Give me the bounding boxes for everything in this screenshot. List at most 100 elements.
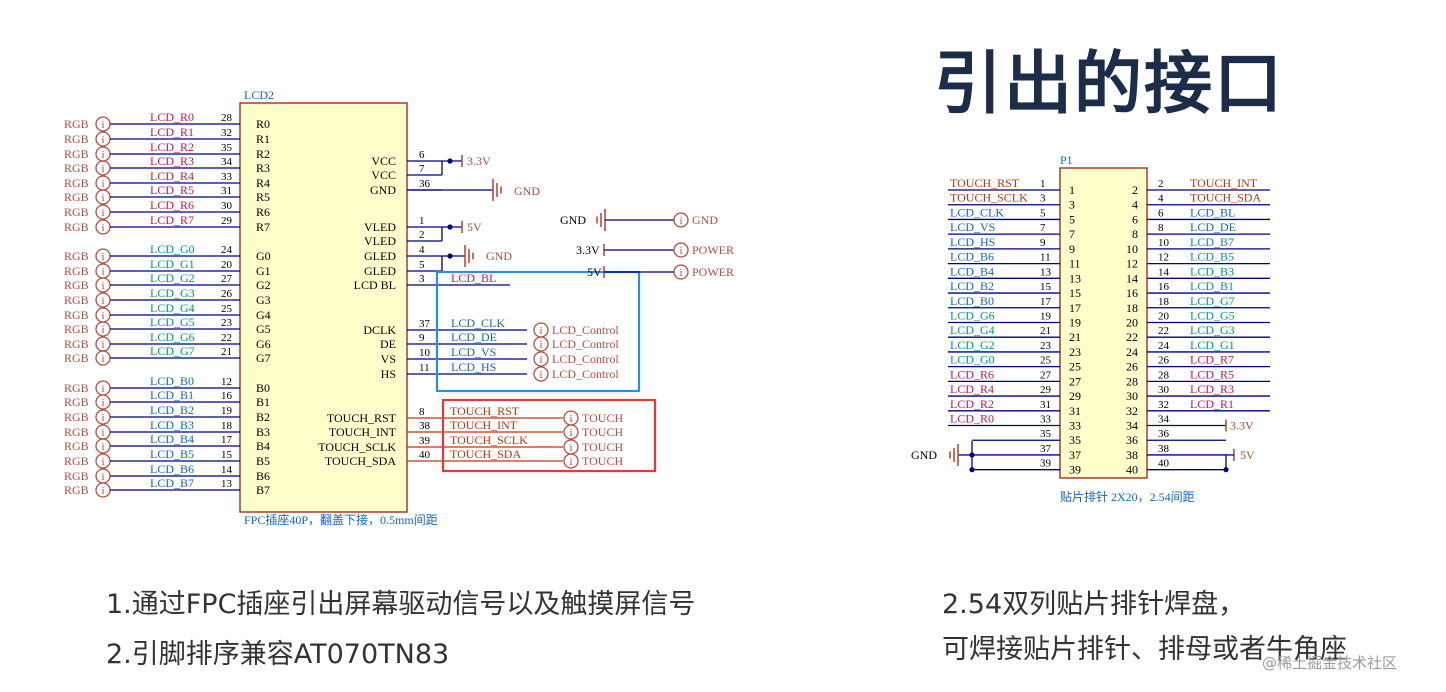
page-title: 引出的接口: [934, 45, 1285, 124]
rgb-port-label: RGB: [64, 483, 89, 497]
lcd2-rpin-12: TOUCH_RST: [327, 411, 397, 425]
gled-label: GND: [486, 249, 512, 263]
lcd2-pinnum-G1: 20: [221, 259, 233, 271]
lcd2-net-B0: LCD_B0: [150, 374, 194, 388]
lcd2-pinnum-G7: 21: [221, 346, 232, 358]
lcd2-pinnum-R4: 33: [221, 171, 233, 183]
p1-lnet-21: LCD_G4: [950, 323, 995, 337]
p1-rpinnum-28: 28: [1158, 369, 1170, 381]
p1-lnet-17: LCD_B0: [950, 294, 994, 308]
p1-lnet-3: TOUCH_SCLK: [950, 191, 1028, 205]
touch-port-glyph: i: [569, 427, 572, 439]
p1-lpin-29: 29: [1069, 389, 1081, 403]
rgb-port-label: RGB: [64, 439, 89, 453]
pwr-gnd-port-glyph: i: [679, 215, 682, 227]
p1-lnet-1: TOUCH_RST: [950, 176, 1020, 190]
p1-rnet-30: LCD_R3: [1190, 382, 1234, 396]
lcd2-net-touch-12: TOUCH_RST: [450, 404, 520, 418]
rgb-port-label: RGB: [64, 278, 89, 292]
lcd2-net-R5: LCD_R5: [150, 183, 194, 197]
p1-rpin-22: 22: [1126, 330, 1138, 344]
p1-lnet-11: LCD_B6: [950, 250, 994, 264]
lcd2-rpin-13: TOUCH_INT: [329, 425, 397, 439]
lcd2-net-R7: LCD_R7: [150, 213, 194, 227]
rgb-port-label: RGB: [64, 264, 89, 278]
p1-lpinnum-5: 5: [1040, 207, 1046, 219]
p1-lnet-9: LCD_HS: [950, 235, 995, 249]
rgb-port-G2-glyph: i: [101, 280, 104, 292]
lcd2-rpinnum-8: 37: [419, 318, 431, 330]
p1-rpinnum-4: 4: [1158, 193, 1164, 205]
touch-port: [563, 424, 579, 440]
note-fpc-signals: 1.通过FPC插座引出屏幕驱动信号以及触摸屏信号: [106, 589, 696, 620]
p1-lpin-1: 1: [1069, 183, 1075, 197]
p1-rpin-38: 38: [1126, 448, 1138, 462]
vcc-net-label: 3.3V: [467, 154, 491, 168]
p1-lpinnum-37: 37: [1040, 443, 1052, 455]
p1-lnet-33: LCD_R0: [950, 412, 994, 426]
rgb-port-label: RGB: [64, 308, 89, 322]
lcd2-body: [239, 102, 408, 513]
lcd2-pinnum-R6: 30: [221, 200, 233, 212]
rgb-port-G7-glyph: i: [101, 353, 104, 365]
rgb-port-label: RGB: [64, 190, 89, 204]
p1-lnet-7: LCD_VS: [950, 220, 995, 234]
rgb-port-G5-glyph: i: [101, 324, 104, 336]
lcd-control-label: LCD_Control: [552, 367, 619, 381]
touch-port-glyph: i: [569, 456, 572, 468]
lcd2-pin-B2: B2: [256, 410, 270, 424]
rgb-port-label: RGB: [64, 205, 89, 219]
lcd2-pin-G1: G1: [256, 264, 271, 278]
touch-highlight-box: [441, 398, 657, 473]
p1-lnet-25: LCD_G0: [950, 353, 995, 367]
lcd2-rpinnum-12: 8: [419, 406, 425, 418]
vled-net-label: 5V: [467, 220, 482, 234]
lcd2-rpin-8: DCLK: [363, 323, 396, 337]
touch-label: TOUCH: [582, 454, 623, 468]
touch-port: [563, 453, 579, 469]
p1-rpinnum-14: 14: [1158, 266, 1170, 278]
p1-rpin-20: 20: [1126, 315, 1138, 329]
rgb-port-G4-glyph: i: [101, 310, 104, 322]
rgb-port-B5-glyph: i: [101, 456, 104, 468]
rgb-port-label: RGB: [64, 322, 89, 336]
note-header-pads: 2.54双列贴片排针焊盘，: [942, 589, 1246, 620]
p1-lpinnum-23: 23: [1040, 340, 1052, 352]
lcd2-rpinnum-3: 1: [419, 215, 425, 227]
p1-rpin-40: 40: [1126, 463, 1138, 477]
gnd36-label: GND: [514, 184, 540, 198]
p1-lnet-15: LCD_B2: [950, 279, 994, 293]
note-pin-compat: 2.引脚排序兼容AT070TN83: [106, 639, 450, 670]
lcd2-net-G6: LCD_G6: [150, 330, 195, 344]
lcd2-rpinnum-15: 40: [419, 449, 431, 461]
vled-junction: [447, 224, 453, 230]
lcd2-pinnum-G2: 27: [221, 273, 233, 285]
p1-rpin-26: 26: [1126, 360, 1138, 374]
p1-rpinnum-2: 2: [1158, 178, 1164, 190]
p1-lpinnum-35: 35: [1040, 428, 1052, 440]
lcd2-pin-G2: G2: [256, 278, 271, 292]
p1-rpinnum-6: 6: [1158, 207, 1164, 219]
lcd2-net-ctrl-10: LCD_VS: [451, 345, 496, 359]
rgb-port-B3-glyph: i: [101, 427, 104, 439]
rgb-port-R3-glyph: i: [101, 163, 104, 175]
lcd2-net-G2: LCD_G2: [150, 271, 195, 285]
p1-lpinnum-27: 27: [1040, 369, 1052, 381]
lcd2-rpin-3: VLED: [364, 220, 396, 234]
lcd2-rpinnum-11: 11: [419, 362, 430, 374]
p1-lpinnum-19: 19: [1040, 310, 1052, 322]
p1-lpin-15: 15: [1069, 286, 1081, 300]
p1-lpinnum-3: 3: [1040, 193, 1046, 205]
p1-rpinnum-12: 12: [1158, 252, 1169, 264]
rgb-port-label: RGB: [64, 337, 89, 351]
lcd2-net-G1: LCD_G1: [150, 257, 195, 271]
rgb-port-label: RGB: [64, 454, 89, 468]
lcd2-net-ctrl-11: LCD_HS: [451, 360, 496, 374]
lcd2-rpin-15: TOUCH_SDA: [325, 454, 396, 468]
note-solder-options: 可焊接贴片排针、排母或者牛角座: [942, 634, 1347, 665]
p1-lpinnum-11: 11: [1040, 252, 1051, 264]
p1-rnet-26: LCD_R7: [1190, 353, 1234, 367]
lcd2-pinnum-G0: 24: [221, 244, 233, 256]
lcd2-pin-R4: R4: [256, 176, 270, 190]
